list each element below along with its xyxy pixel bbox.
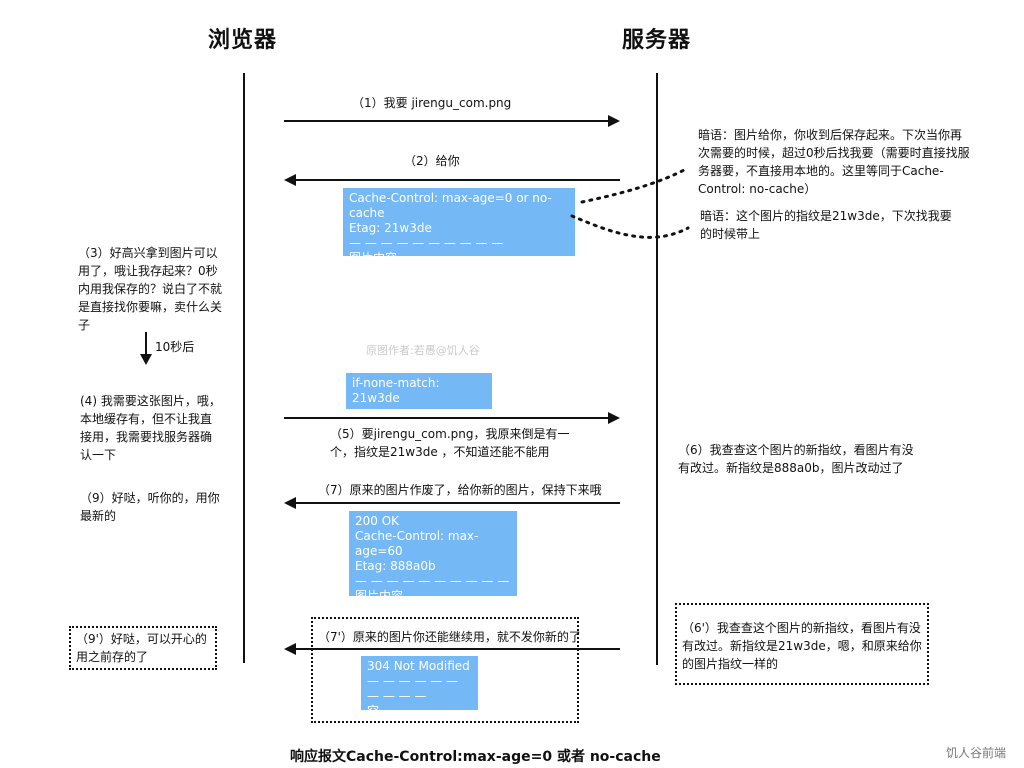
arrowhead-left-icon [284,497,296,509]
note-line: 次需要的时候，超过0秒后找我要（需要时直接找服 [698,146,970,160]
arrowhead-left-icon [284,643,296,655]
box-line: — — — — — — — — — — [367,674,459,703]
note-line: 务器要，不直接用本地的。这里等同于Cache- [698,164,944,178]
note-line: （6）我查查这个图片的新指纹，看图片有没 [678,443,914,457]
response-box-2: 200 OK Cache-Control: max-age=60 Etag: 8… [349,511,517,603]
note-line: 的图片指纹一样的 [682,657,779,671]
connector-curve-1 [580,166,690,204]
note-line: 内用我保存的？说白了不就 [78,282,223,296]
credit-mark: 饥人谷前端 [946,746,1007,760]
browser-header: 浏览器 [208,28,278,53]
message-5: （5）要jirengu_com.png，我原来倒是有一 个，指纹是21w3de … [330,425,600,461]
response-7p-frame [311,617,579,723]
note-line: 暗语：图片给你，你收到后保存起来。下次当你再 [698,128,963,142]
note-line: 本地缓存有，但不让我直 [80,412,213,426]
note-line: 最新的 [80,509,117,523]
arrowhead-right-icon [608,412,620,424]
box-line: 图片内容 [349,251,398,265]
note-line: （5）要jirengu_com.png，我原来倒是有一 [330,427,570,441]
box-line: 图片内容 [355,589,404,603]
connector-curve-2 [570,214,690,239]
browser-note-9: （9）好哒，听你的，用你 最新的 [80,489,250,525]
server-note-6p-frame [675,603,929,685]
browser-note-4: (4) 我需要这张图片，哦， 本地缓存有，但不让我直 接用，我需要找服务器确 认… [80,392,250,464]
aside-note-1: 暗语：图片给你，你收到后保存起来。下次当你再 次需要的时候，超过0秒后找我要（需… [698,126,988,198]
note-line: 接用，我需要找服务器确 [80,430,213,444]
note-line: 用之前存的了 [76,650,149,664]
box-line: Etag: 21w3de [349,221,432,235]
note-line: （9）好哒，听你的，用你 [80,491,220,505]
server-lifeline [656,73,658,665]
note-line: 有改过。新指纹是21w3de，嗯，和原来给你 [682,639,922,653]
browser-lifeline [243,73,245,663]
box-line: — — — — — — — — — — [352,406,475,435]
box-line: 304 Not Modified [367,659,470,673]
server-header: 服务器 [622,28,692,53]
note-line: 认一下 [80,448,117,462]
response-arrow-2 [294,502,620,504]
arrowhead-right-icon [608,115,620,127]
message-1: （1）我要 jirengu_com.png [352,96,512,110]
note-line: 是直接找你要嘛，卖什么关 [78,300,223,314]
request-box-2: if-none-match: 21w3de — — — — — — — — — … [346,373,492,435]
box-line: 空 [367,704,380,718]
box-line: Cache-Control: max-age=60 [355,529,479,558]
message-7: （7）原来的图片作废了，给你新的图片，保持下来哦 [318,483,602,497]
request-arrow-1 [284,120,610,122]
box-line: 200 OK [355,514,400,528]
note-line: Control: no-cache） [698,182,817,196]
note-line: (4) 我需要这张图片，哦， [80,394,221,408]
watermark: 原图作者:若愚@饥人谷 [366,344,480,357]
note-line: 的时候带上 [700,227,761,241]
server-note-6p: （6'）我查查这个图片的新指纹，看图片有没 有改过。新指纹是21w3de，嗯，和… [682,619,927,673]
response-arrow-1 [294,179,620,181]
arrowhead-left-icon [284,174,296,186]
dotted-connectors [570,166,690,239]
response-arrow-3 [294,648,620,650]
footer-caption: 响应报文Cache-Control:max-age=0 或者 no-cache [290,749,661,765]
box-line: — — — — — — — — — — [349,236,504,250]
browser-note-9p: （9'）好哒，可以开心的 用之前存的了 [76,630,216,666]
box-line: Etag: 888a0b [355,559,436,573]
delay-label: 10秒后 [155,340,195,354]
note-line: （6'）我查查这个图片的新指纹，看图片有没 [682,621,921,635]
box-line: Cache-Control: max-age=0 or no-cache [349,191,552,220]
note-line: 暗语：这个图片的指纹是21w3de，下次找我要 [700,209,952,223]
request-arrow-2 [284,417,610,419]
note-line: 个，指纹是21w3de ，不知道还能不能用 [330,445,550,459]
server-note-6: （6）我查查这个图片的新指纹，看图片有没 有改过。新指纹是888a0b，图片改动… [678,441,948,477]
arrow-down-icon [140,354,152,365]
response-box-3: 304 Not Modified — — — — — — — — — — 空 [361,656,478,718]
delay-arrow-line [145,332,147,356]
note-line: 用了，哦让我存起来？0秒 [78,264,218,278]
box-line: if-none-match: 21w3de [352,376,440,405]
aside-note-2: 暗语：这个图片的指纹是21w3de，下次找我要 的时候带上 [700,207,970,243]
message-7p: （7'）原来的图片你还能继续用，就不发你新的了 [318,630,581,644]
message-2: （2）给你 [404,154,460,168]
note-line: （9'）好哒，可以开心的 [76,632,207,646]
note-line: （3）好高兴拿到图片可以 [78,246,218,260]
box-line: — — — — — — — — — — [355,574,510,588]
browser-note-9p-frame [69,626,217,670]
browser-note-3: （3）好高兴拿到图片可以 用了，哦让我存起来？0秒 内用我保存的？说白了不就 是… [78,244,248,334]
note-line: 有改过。新指纹是888a0b，图片改动过了 [678,461,904,475]
note-line: 子 [78,318,91,332]
response-box-1: Cache-Control: max-age=0 or no-cache Eta… [343,188,575,265]
